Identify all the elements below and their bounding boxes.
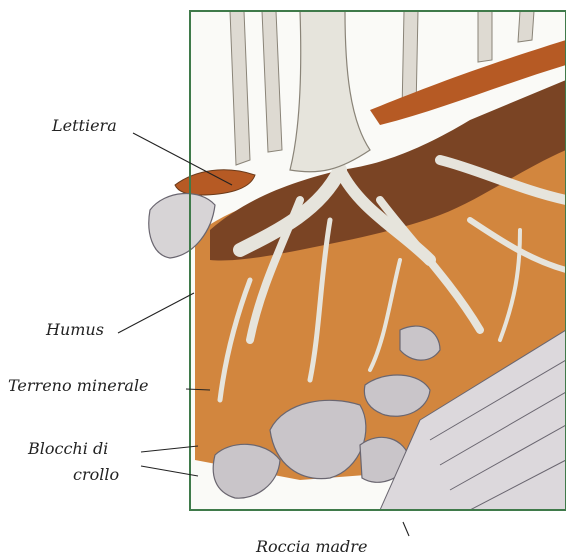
label-lettiera: Lettiera <box>52 117 117 135</box>
soil-panel <box>190 11 566 510</box>
label-blocchi-line1: Blocchi di <box>28 440 108 458</box>
label-humus: Humus <box>46 321 104 339</box>
label-blocchi-line2: crollo <box>73 466 119 484</box>
label-roccia-madre: Roccia madre <box>256 538 367 556</box>
label-terreno-minerale: Terreno minerale <box>8 377 149 395</box>
